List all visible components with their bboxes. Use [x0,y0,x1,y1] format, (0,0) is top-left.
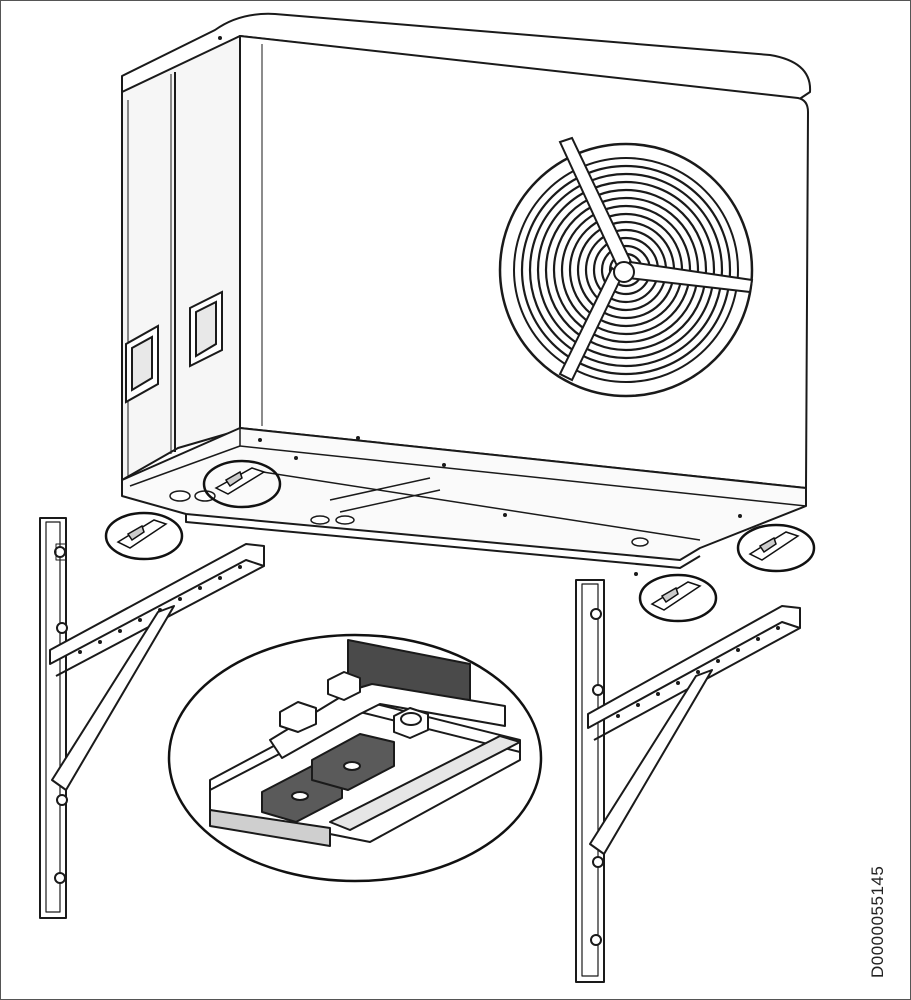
mount-foot-rear-right [736,523,816,573]
mount-foot-rear-left [202,459,282,509]
carry-handle-left [125,324,159,404]
mount-detail-inset [167,633,543,883]
mount-foot-front-left [104,511,184,561]
wall-bracket-right [575,579,801,983]
unit-left-side [121,35,241,481]
mount-foot-front-right [638,573,718,623]
document-code: D0000055145 [868,865,887,978]
wall-bracket-left [39,517,265,919]
carry-handle-right [189,290,223,368]
unit-top-lid [121,12,812,101]
unit-base-frame [121,427,807,561]
fan-grille [498,136,754,398]
